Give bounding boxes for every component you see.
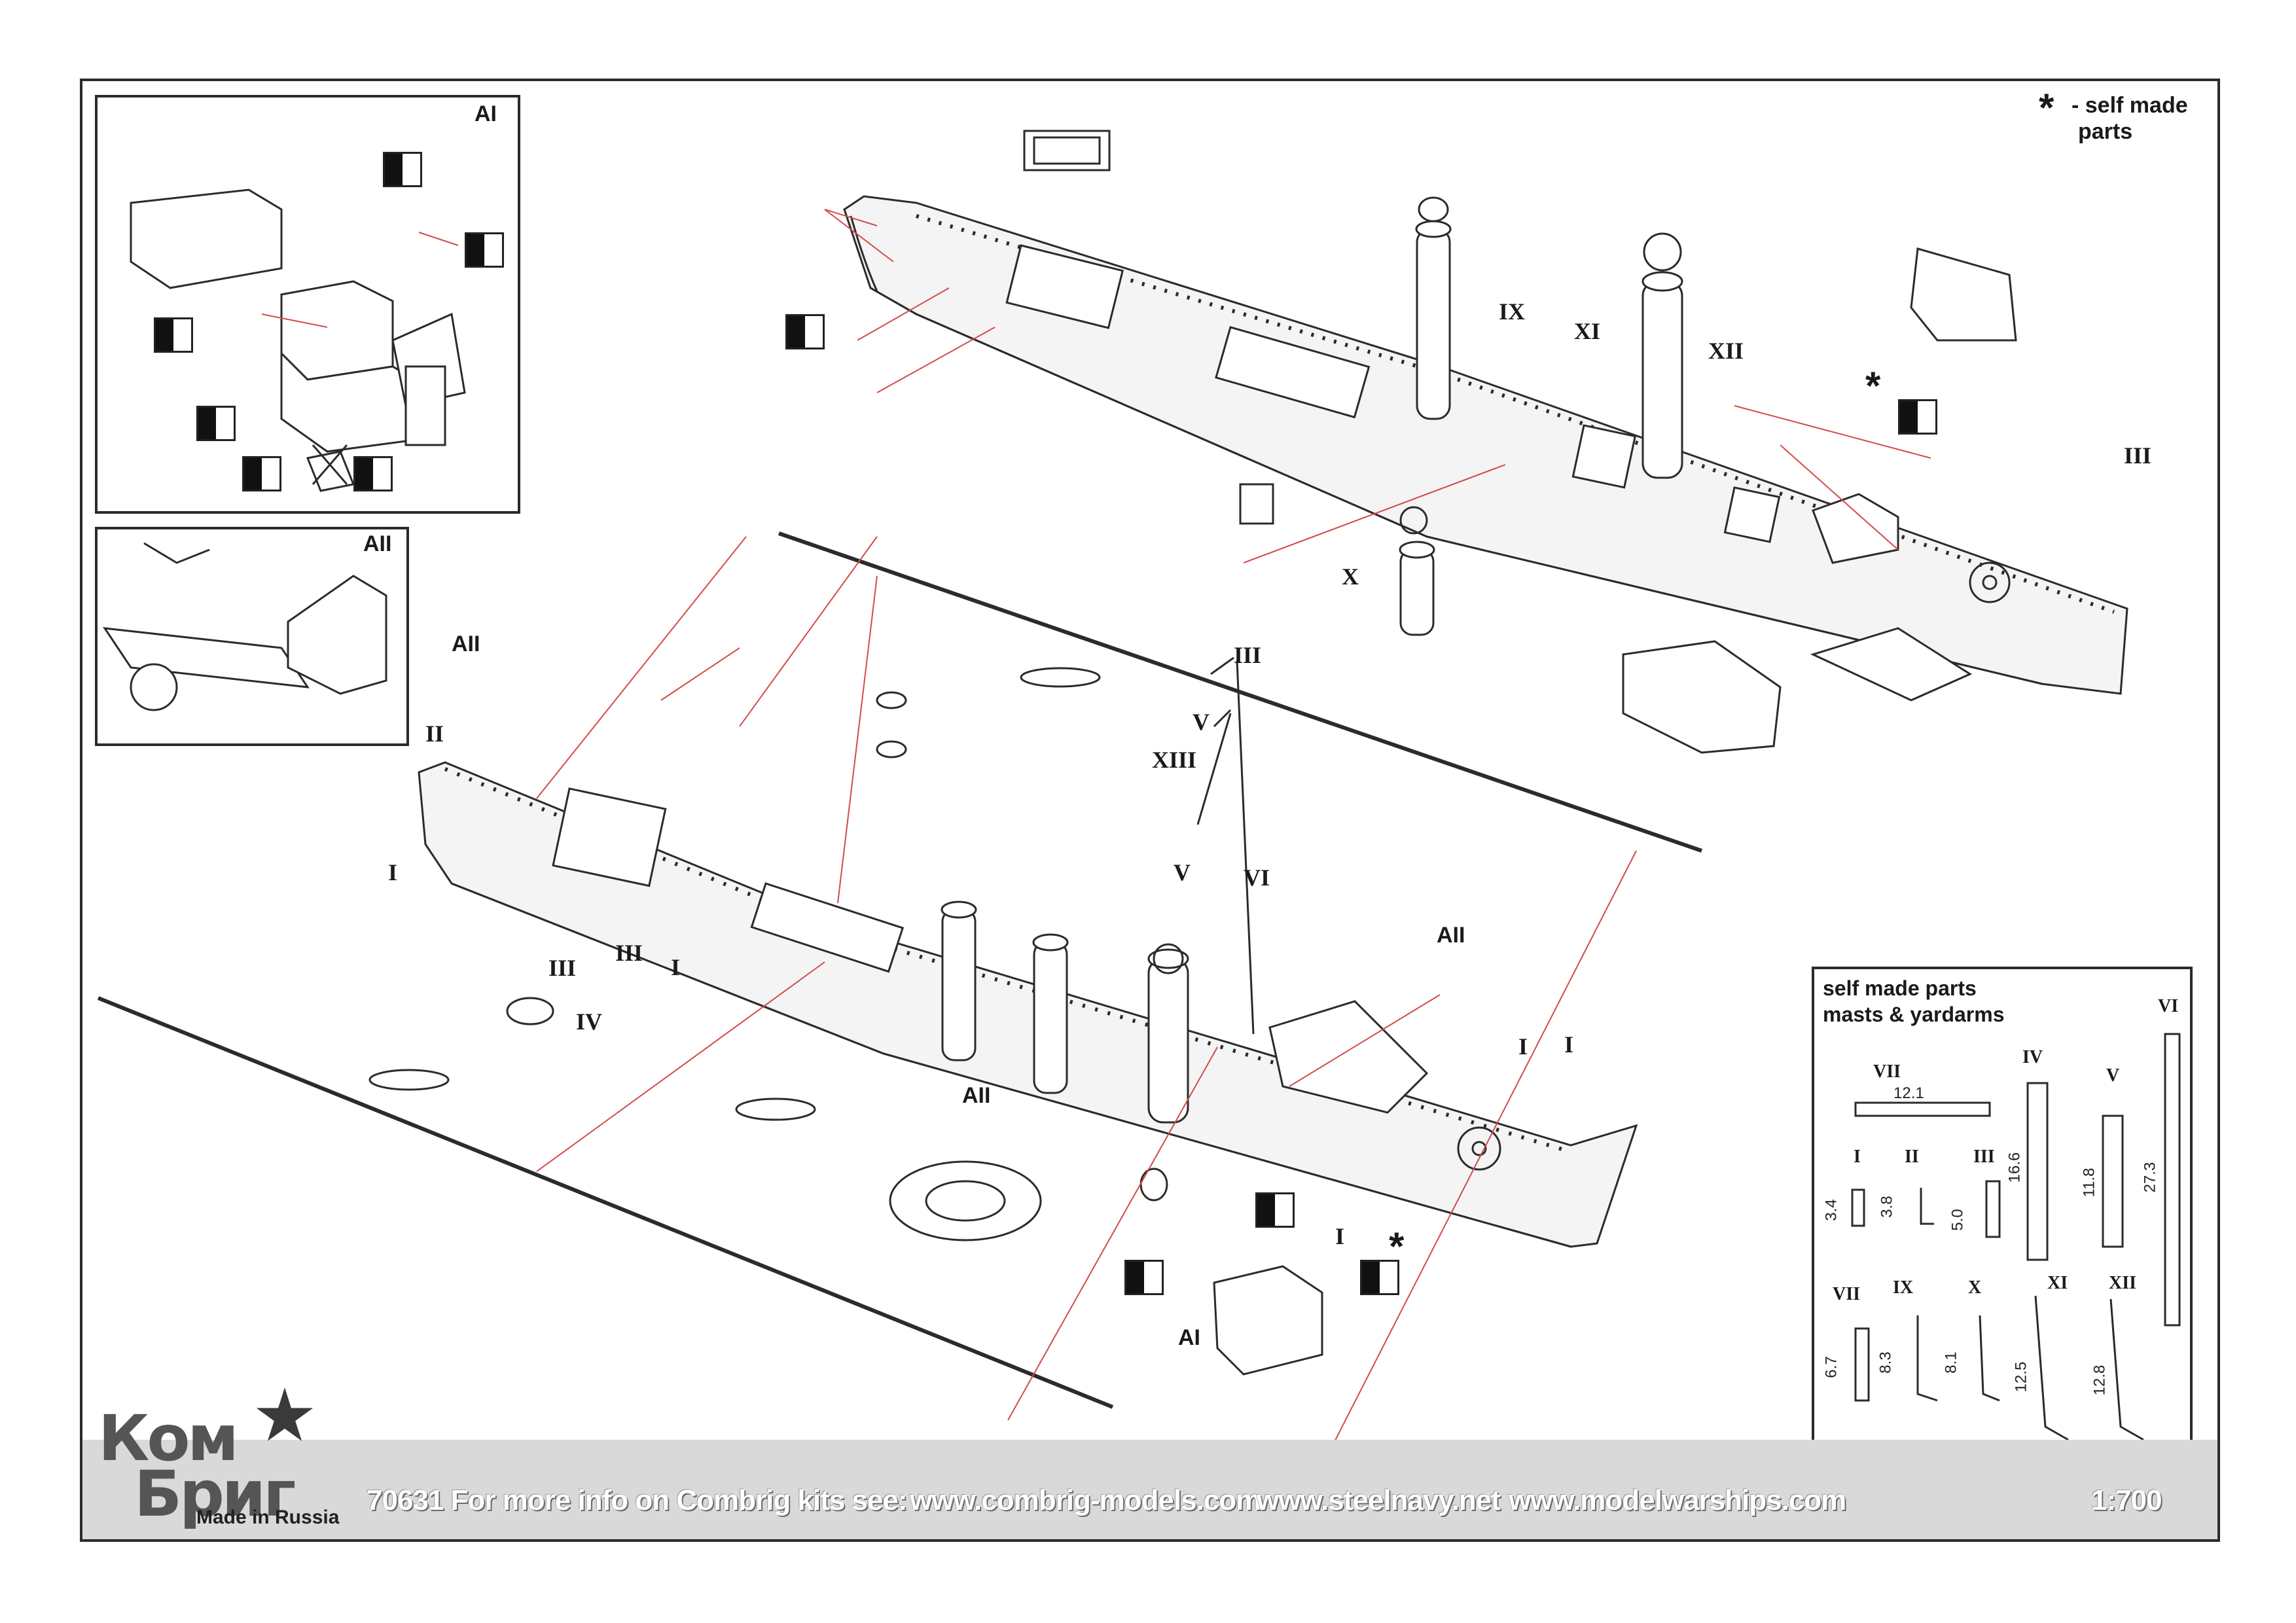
part-ix-label: IX xyxy=(1893,1277,1914,1298)
part-iii-label: III xyxy=(1973,1147,1995,1167)
flag-icon xyxy=(1255,1192,1295,1228)
label-i-2: I xyxy=(671,954,681,980)
self-made-parts-box xyxy=(1812,967,2193,1459)
flag-icon xyxy=(242,456,281,491)
leader-lines xyxy=(261,209,1931,1467)
combrig-logo: Ком Бриг Made in Russia xyxy=(98,1387,347,1538)
flag-icon xyxy=(1360,1260,1399,1295)
label-x: X xyxy=(1342,563,1359,590)
self-made-note-line2: parts xyxy=(2078,119,2133,144)
flag-icon xyxy=(383,152,422,187)
footer-scale: 1:700 xyxy=(2091,1484,2162,1516)
self-made-parts-diagram xyxy=(1851,1033,2181,1441)
asterisk-mark: * xyxy=(2039,86,2054,130)
footer-band xyxy=(82,1440,2217,1539)
part-xii-length: 12.8 xyxy=(2090,1364,2109,1396)
footer-url-steelnavy[interactable]: www.steelnavy.net xyxy=(1257,1484,1501,1516)
part-vi-label: VI xyxy=(2158,996,2179,1016)
self-made-heading-2: masts & yardarms xyxy=(1823,1003,2005,1026)
label-aii-3: AII xyxy=(962,1083,991,1108)
part-v-length: 11.8 xyxy=(2080,1168,2098,1198)
label-xi: XI xyxy=(1574,318,1601,344)
flag-icon xyxy=(1898,399,1937,435)
label-v-1: V xyxy=(1193,709,1210,735)
part-vii-length: 12.1 xyxy=(1893,1084,1924,1102)
asterisk-upper: * xyxy=(1865,364,1881,408)
part-iv-length: 16.6 xyxy=(2005,1152,2024,1183)
flag-icon xyxy=(1124,1260,1164,1295)
label-iii-3: III xyxy=(1234,642,1262,668)
part-i-label: I xyxy=(1854,1147,1861,1167)
inset-aii-label: AII xyxy=(363,531,392,556)
part-ii-label: II xyxy=(1905,1147,1919,1167)
part-vii-2-label: VII xyxy=(1833,1284,1861,1304)
upper-hull xyxy=(843,130,2128,754)
part-vii-label: VII xyxy=(1873,1061,1901,1082)
label-aii-1: AII xyxy=(452,632,480,656)
footer-url-combrig[interactable]: www.combrig-models.com xyxy=(910,1484,1261,1516)
part-ii-length: 3.8 xyxy=(1878,1196,1896,1218)
logo-line1: Ком xyxy=(98,1402,239,1475)
flag-icon xyxy=(154,317,193,353)
label-i-4: I xyxy=(1564,1031,1574,1058)
inset-ai-label: AI xyxy=(475,101,497,126)
label-xiii: XIII xyxy=(1152,747,1197,773)
flag-icon xyxy=(196,406,236,441)
self-made-heading-1: self made parts xyxy=(1823,976,1977,1000)
logo-line2: Бриг xyxy=(134,1457,296,1531)
label-i-3: I xyxy=(1518,1033,1528,1060)
flag-icon xyxy=(785,314,825,349)
part-xi-label: XI xyxy=(2047,1273,2068,1293)
label-i-1: I xyxy=(388,859,398,885)
part-xi-length: 12.5 xyxy=(2012,1361,2030,1393)
self-made-note-line1: - self made xyxy=(2072,93,2188,118)
asterisk-lower: * xyxy=(1389,1224,1405,1268)
part-vii-2-length: 6.7 xyxy=(1822,1356,1840,1378)
made-in-russia: Made in Russia xyxy=(196,1507,340,1528)
label-xii: XII xyxy=(1708,338,1744,364)
inset-ai-sketch xyxy=(130,188,466,492)
flag-icon xyxy=(353,456,393,491)
part-iii-length: 5.0 xyxy=(1948,1209,1967,1231)
part-ix-length: 8.3 xyxy=(1876,1351,1895,1374)
label-iii-2: III xyxy=(615,940,643,966)
label-iii-1: III xyxy=(548,955,577,981)
inset-aii-box xyxy=(95,527,409,746)
star-icon xyxy=(256,1387,314,1441)
label-iii-upper: III xyxy=(2124,442,2152,469)
label-ii: II xyxy=(425,721,444,747)
part-x-label: X xyxy=(1968,1277,1982,1298)
part-vi-length: 27.3 xyxy=(2141,1162,2159,1193)
part-v-label: V xyxy=(2106,1065,2120,1086)
part-i-length: 3.4 xyxy=(1822,1199,1840,1221)
label-aii-2: AII xyxy=(1437,923,1465,948)
label-iv: IV xyxy=(576,1008,603,1035)
part-iv-label: IV xyxy=(2022,1047,2043,1067)
inset-aii-sketch xyxy=(102,542,387,711)
footer-kit-info: 70631 For more info on Combrig kits see: xyxy=(367,1484,908,1516)
label-ai: AI xyxy=(1178,1325,1200,1350)
drawing-frame xyxy=(80,79,2220,1542)
label-vi: VI xyxy=(1244,865,1270,891)
label-ix: IX xyxy=(1499,298,1526,325)
inset-ai-box xyxy=(95,95,520,514)
footer-url-modelwarships[interactable]: www.modelwarships.com xyxy=(1509,1484,1846,1516)
label-v-2: V xyxy=(1174,859,1191,885)
part-xii-label: XII xyxy=(2109,1273,2137,1293)
label-i-5: I xyxy=(1335,1223,1345,1249)
part-x-length: 8.1 xyxy=(1942,1351,1960,1374)
lower-hull xyxy=(368,656,1638,1376)
flag-icon xyxy=(465,232,504,268)
